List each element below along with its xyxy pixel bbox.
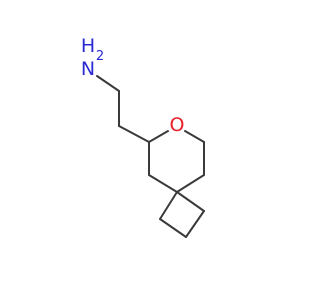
amine-hydrogen-count: 2 bbox=[96, 49, 104, 64]
bond-spiro-c6 bbox=[148, 174, 178, 193]
bond-c2-c3 bbox=[118, 125, 150, 143]
molecule-structure: H N 2 O bbox=[81, 35, 205, 238]
bond-o-c4 bbox=[184, 130, 205, 143]
bond-c8-c9 bbox=[159, 218, 187, 238]
bond-spiro-c7 bbox=[176, 191, 205, 212]
molecule-diagram: H N 2 O bbox=[80, 35, 205, 238]
bonds bbox=[96, 75, 205, 238]
bond-c7-c8 bbox=[185, 210, 205, 238]
ring-oxygen-label: O bbox=[170, 114, 185, 136]
amine-nitrogen-label: N bbox=[81, 58, 95, 80]
bond-n-c1 bbox=[96, 75, 120, 92]
amine-group: H N 2 bbox=[81, 35, 104, 80]
bond-c3-o bbox=[148, 130, 169, 143]
amine-hydrogen-label: H bbox=[81, 35, 95, 57]
bond-c9-spiro bbox=[159, 191, 178, 220]
bond-c5-spiro bbox=[176, 174, 205, 193]
